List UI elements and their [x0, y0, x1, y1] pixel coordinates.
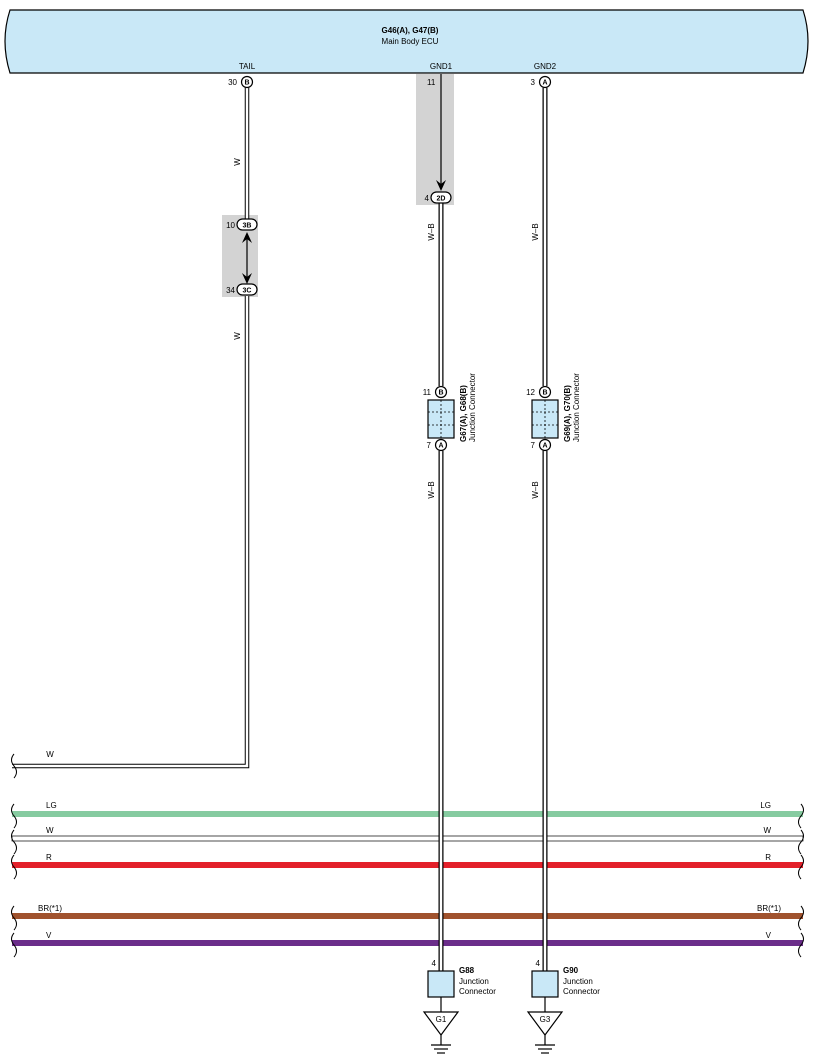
- g88-pin: 4: [432, 959, 437, 968]
- arrow-down-icon: [436, 180, 446, 191]
- bus-label-r-left: R: [46, 853, 52, 862]
- junction-connector-g88: 4 G88 Junction Connector: [427, 959, 496, 998]
- pin-label-gnd2: GND2: [534, 62, 557, 71]
- jc1-bot-num: 7: [427, 441, 432, 450]
- ground-g1-icon: G1: [422, 1011, 460, 1054]
- wire-label-gnd2-upper: W–B: [531, 223, 540, 240]
- jc2-top-num: 12: [526, 388, 535, 397]
- bus-label-lg-right: LG: [760, 801, 771, 810]
- jc2-bot-num: 7: [531, 441, 536, 450]
- inline-tail-top-num: 10: [226, 221, 235, 230]
- jc2-desc: Junction Connector: [572, 373, 581, 442]
- jc1-top-num: 11: [423, 388, 432, 397]
- bus-label-v-left: V: [46, 931, 52, 940]
- connector-circle-tail: [240, 75, 254, 89]
- wire-label-tail-exit: W: [46, 750, 54, 759]
- ecu-desc: Main Body ECU: [382, 37, 439, 46]
- connector-oval-3c: [236, 283, 258, 296]
- g88-desc2: Connector: [459, 987, 496, 996]
- connector-code-jc2-b: B: [542, 390, 547, 397]
- inline-gnd1-num: 4: [425, 194, 430, 203]
- bus-label-v-right: V: [766, 931, 772, 940]
- pin-num-gnd2: 3: [531, 78, 536, 87]
- connector-circle-jc2-b: [538, 385, 552, 399]
- pin-label-gnd1: GND1: [430, 62, 453, 71]
- bus-br: BR(*1) BR(*1): [11, 904, 804, 931]
- g90-desc1: Junction: [563, 977, 593, 986]
- connector-code-jc1-a: A: [438, 443, 443, 450]
- pin-label-tail: TAIL: [239, 62, 256, 71]
- g90-pin: 4: [536, 959, 541, 968]
- connector-circle-jc1-b: [434, 385, 448, 399]
- g88-name: G88: [459, 966, 475, 975]
- connector-code-jc1-b: B: [438, 390, 443, 397]
- connector-code-3c: 3C: [243, 288, 252, 295]
- connector-code-2d: 2D: [437, 196, 446, 203]
- junction-connector-g67-g68: 11 B 7 A G67(A), G68(B) Junction Connect…: [423, 373, 477, 452]
- pin-num-gnd1: 11: [427, 78, 436, 87]
- bus-r: R R: [11, 853, 804, 880]
- wire-label-gnd1-lower: W–B: [427, 481, 436, 498]
- arrow-up-icon: [242, 232, 252, 243]
- bus-label-w-left: W: [46, 826, 54, 835]
- connector-code-gnd2: A: [542, 80, 547, 87]
- tail-exit-break-icon: [11, 753, 17, 779]
- ground-g3-icon: G3: [526, 1011, 564, 1054]
- bus-label-br-left: BR(*1): [38, 904, 62, 913]
- wire-label-gnd2-lower: W–B: [531, 481, 540, 498]
- g88-desc1: Junction: [459, 977, 489, 986]
- connector-oval-3b: [236, 218, 258, 231]
- jc1-desc: Junction Connector: [468, 373, 477, 442]
- g90-name: G90: [563, 966, 579, 975]
- bus-w: W W: [11, 826, 804, 855]
- bus-lg: LG LG: [11, 801, 804, 829]
- ecu-body: [4, 9, 809, 74]
- bus-label-r-right: R: [765, 853, 771, 862]
- junction-connector-g90: 4 G90 Junction Connector: [531, 959, 600, 998]
- junction-connector-g69-g70: 12 B 7 A G69(A), G70(B) Junction Connect…: [526, 373, 581, 452]
- wire-label-tail-upper: W: [233, 158, 242, 166]
- gnd1-shade: [416, 74, 454, 205]
- ground-g3-label: G3: [540, 1015, 551, 1024]
- g90-desc2: Connector: [563, 987, 600, 996]
- wire-label-gnd1-upper: W–B: [427, 223, 436, 240]
- connector-code-3b: 3B: [243, 223, 252, 230]
- connector-code-tail: B: [244, 80, 249, 87]
- bus-label-br-right: BR(*1): [757, 904, 781, 913]
- bus-v: V V: [11, 931, 804, 958]
- tail-wire: [12, 88, 250, 769]
- connector-oval-2d: [430, 191, 452, 204]
- connector-circle-jc2-a: [538, 438, 552, 452]
- bus-label-w-right: W: [763, 826, 771, 835]
- connector-circle-gnd2: [538, 75, 552, 89]
- wire-label-tail-lower: W: [233, 332, 242, 340]
- inline-tail-bot-num: 34: [226, 286, 235, 295]
- arrow-down-icon: [242, 273, 252, 284]
- jc2-name: G69(A), G70(B): [563, 385, 572, 442]
- jc1-name: G67(A), G68(B): [459, 385, 468, 442]
- pin-num-tail: 30: [228, 78, 237, 87]
- bus-label-lg-left: LG: [46, 801, 57, 810]
- connector-circle-jc1-a: [434, 438, 448, 452]
- ground-g1-label: G1: [436, 1015, 447, 1024]
- connector-code-jc2-a: A: [542, 443, 547, 450]
- ecu-name: G46(A), G47(B): [382, 26, 439, 35]
